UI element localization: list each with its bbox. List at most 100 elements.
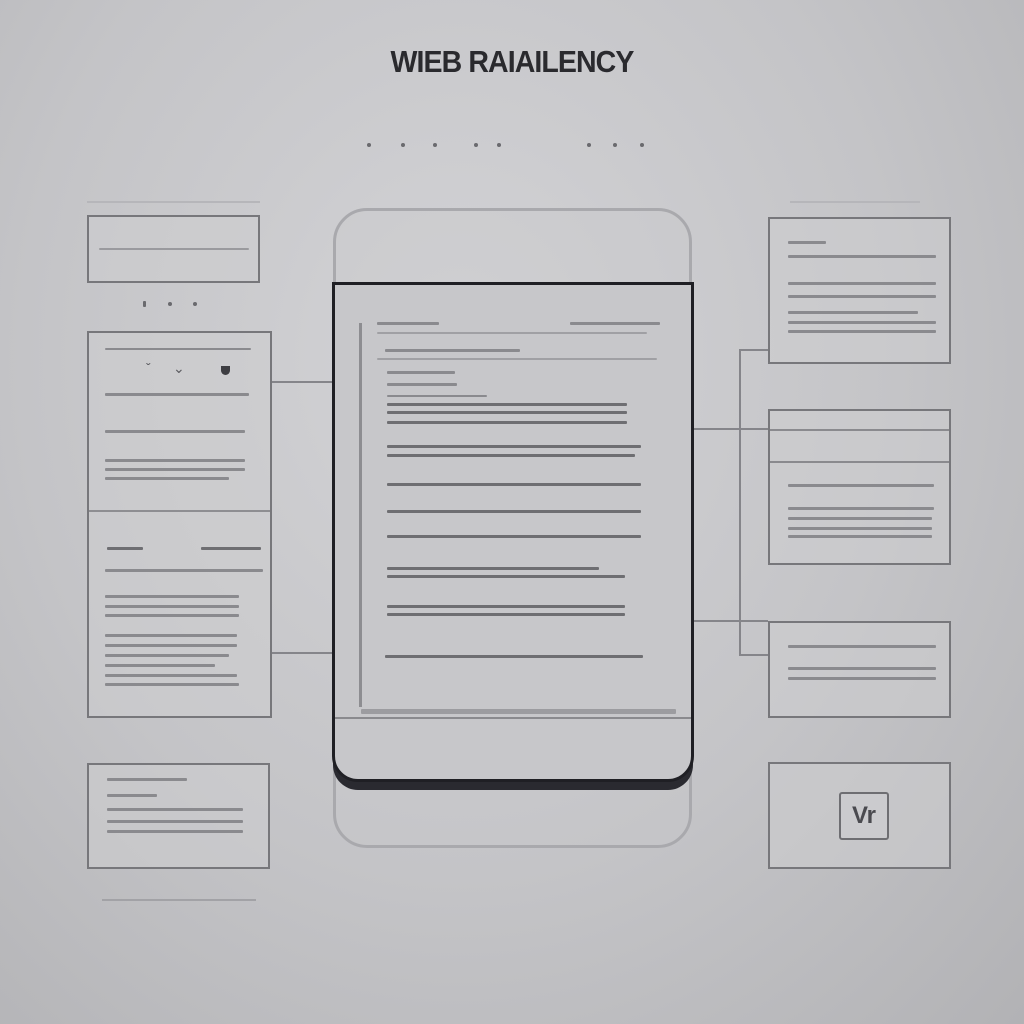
text-line [377, 322, 439, 325]
text-line [387, 510, 641, 513]
text-line [788, 295, 936, 298]
card-divider [770, 461, 949, 463]
text-line [105, 654, 229, 657]
text-line [788, 507, 934, 510]
text-line [788, 484, 934, 487]
page-dot [613, 143, 617, 147]
text-line [377, 332, 647, 334]
text-line [105, 644, 237, 647]
text-line [788, 527, 932, 530]
text-line [387, 567, 599, 570]
divider [102, 899, 256, 901]
connector-line [739, 654, 768, 656]
shield-icon[interactable] [221, 366, 230, 375]
chevron-down-icon[interactable]: ⌄ [173, 360, 185, 376]
text-line [105, 595, 239, 598]
connector-line [739, 349, 768, 351]
page-dot [401, 143, 405, 147]
text-line [387, 403, 627, 406]
text-line [788, 321, 936, 324]
text-line [377, 358, 657, 360]
text-line [107, 794, 157, 797]
text-line [387, 383, 457, 386]
connector-line [272, 652, 333, 654]
mark [193, 302, 197, 306]
right-card-3[interactable] [768, 621, 951, 718]
text-line [387, 445, 641, 448]
text-line [387, 613, 625, 616]
text-line [105, 430, 245, 433]
left-header-card[interactable] [87, 215, 260, 283]
text-line [387, 605, 625, 608]
page-dot [367, 143, 371, 147]
page-dot [433, 143, 437, 147]
left-main-card[interactable]: ˇ ⌄ [87, 331, 272, 718]
text-line [201, 547, 261, 550]
text-line [387, 454, 635, 457]
divider [87, 201, 260, 203]
text-line [788, 241, 826, 244]
text-line [385, 349, 520, 352]
page-dot [474, 143, 478, 147]
page-dot [587, 143, 591, 147]
vr-badge-icon[interactable]: Vr [839, 792, 889, 840]
text-line [788, 282, 936, 285]
chevron-down-icon[interactable]: ˇ [146, 360, 151, 376]
text-line [107, 808, 243, 811]
footer-divider [335, 717, 691, 719]
text-line [788, 645, 936, 648]
text-line [105, 674, 237, 677]
text-line [107, 820, 243, 823]
text-line [788, 330, 936, 333]
text-line [788, 667, 936, 670]
icon-label: Vr [851, 802, 877, 829]
text-line [105, 569, 263, 572]
text-line [788, 677, 936, 680]
page-dot [497, 143, 501, 147]
text-line [570, 322, 660, 325]
text-line [107, 547, 143, 550]
left-bottom-card[interactable] [87, 763, 270, 869]
text-line [788, 311, 918, 314]
connector-line [272, 381, 333, 383]
text-line [105, 605, 239, 608]
card-divider [89, 510, 270, 512]
text-line [105, 468, 245, 471]
text-line [107, 778, 187, 781]
horizontal-scrollbar[interactable] [361, 709, 676, 714]
divider [790, 201, 920, 203]
connector-line [739, 349, 741, 655]
text-line [387, 535, 641, 538]
text-line [107, 830, 243, 833]
text-line [105, 348, 251, 350]
text-line [105, 393, 249, 396]
text-line [105, 664, 215, 667]
text-line [788, 535, 932, 538]
device-screen[interactable] [332, 282, 694, 782]
text-line [788, 517, 932, 520]
text-line [105, 614, 239, 617]
right-card-4[interactable]: Vr [768, 762, 951, 869]
text-line [788, 255, 936, 258]
right-card-1[interactable] [768, 217, 951, 364]
text-line [99, 248, 249, 250]
mark [143, 301, 146, 307]
card-divider [770, 429, 949, 431]
page-title: WIEB RAIAILENCY [390, 44, 635, 79]
text-line [387, 483, 641, 486]
text-line [387, 395, 487, 397]
text-line [385, 655, 643, 658]
text-line [387, 421, 627, 424]
text-line [105, 459, 245, 462]
text-line [387, 371, 455, 374]
mark [168, 302, 172, 306]
text-line [105, 634, 237, 637]
page-dot [640, 143, 644, 147]
text-line [105, 683, 239, 686]
connector-line [694, 620, 768, 622]
right-card-2[interactable] [768, 409, 951, 565]
connector-line [694, 428, 768, 430]
text-line [105, 477, 229, 480]
scroll-track[interactable] [359, 323, 362, 707]
text-line [387, 575, 625, 578]
